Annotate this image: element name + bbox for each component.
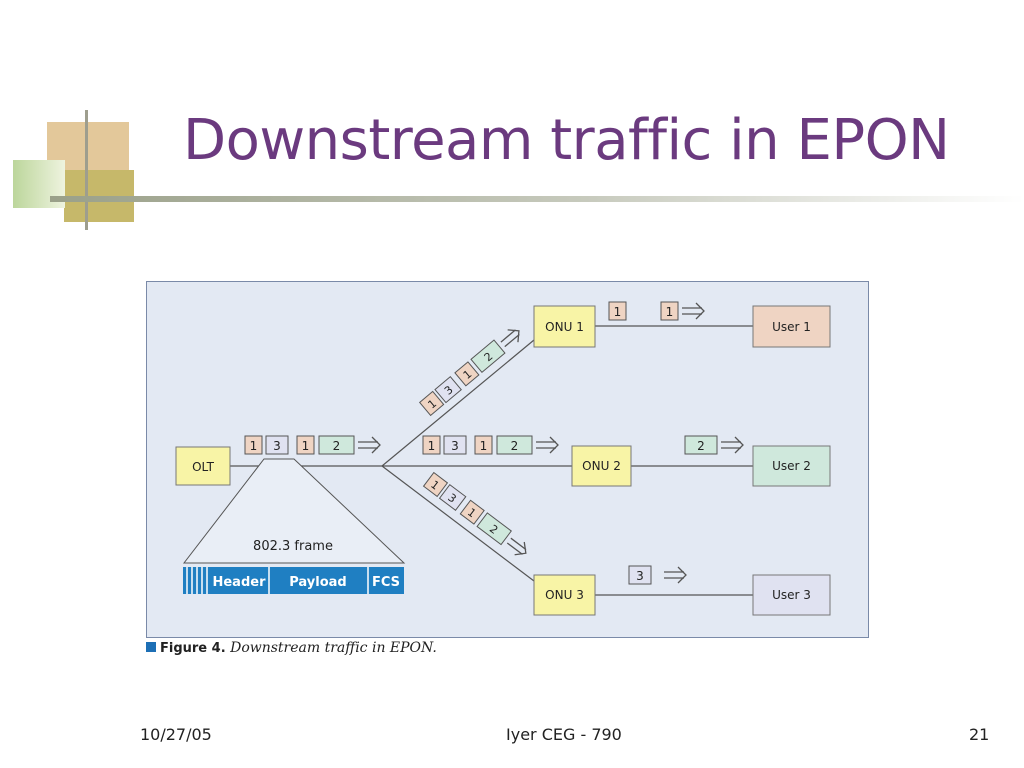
slide-decoration [13,110,1024,230]
frame-payload-label: Payload [289,575,347,590]
svg-text:1: 1 [480,439,488,453]
packet: 3 [265,435,289,455]
svg-text:1: 1 [428,439,436,453]
caption-text: Downstream traffic in EPON. [230,640,437,656]
packet: 2 [470,339,506,374]
caption-label: Figure 4. [160,641,226,656]
arrow-icon [506,537,527,556]
packet: 1 [660,301,679,321]
arrow-icon [682,302,705,320]
olt-node: OLT [175,446,231,486]
arrow-icon [721,436,744,454]
packet: 1 [296,435,315,455]
down-branch-packet-stream: 1 3 1 2 [422,471,527,556]
deco-vertical-line [85,110,88,230]
onu2-packets: 2 [684,435,744,455]
packet: 2 [496,435,533,455]
onu3-packets: 3 [628,565,687,585]
svg-text:1: 1 [302,439,310,453]
packet: 1 [459,499,485,525]
arrow-icon [536,436,559,454]
packet: 2 [318,435,355,455]
mid-branch-packet-stream: 1 3 1 2 [422,435,559,455]
svg-text:2: 2 [333,439,341,453]
user1-label: User 1 [772,320,811,334]
slide-title: Downstream traffic in EPON [183,108,950,173]
up-branch-packet-stream: 1 3 1 2 [418,329,520,417]
packet: 1 [422,435,441,455]
footer-date: 10/27/05 [140,725,212,744]
packet: 2 [476,512,512,546]
packet: 1 [244,435,263,455]
packet: 3 [628,565,652,585]
packet: 1 [454,361,480,387]
onu3-label: ONU 3 [545,588,584,602]
epon-diagram: OLT ONU 1 ONU 2 ONU 3 User 1 User 2 User… [146,281,869,638]
figure-caption: Figure 4. Downstream traffic in EPON. [146,640,437,658]
user1-node: User 1 [752,305,831,348]
onu1-label: ONU 1 [545,320,584,334]
onu1-node: ONU 1 [533,305,596,348]
footer-center: Iyer CEG - 790 [506,725,622,744]
fiber-links [230,325,753,596]
packet: 3 [443,435,467,455]
footer-page-number: 21 [969,725,990,744]
packet: 1 [474,435,493,455]
packet: 1 [418,390,445,417]
caption-marker [146,642,156,652]
olt-packet-stream: 1 3 1 2 [244,435,381,455]
preamble-stripes [186,567,208,594]
link-splitter-onu1 [381,339,535,467]
arrow-icon [500,329,520,348]
svg-text:1: 1 [250,439,258,453]
svg-text:3: 3 [451,439,459,453]
svg-text:2: 2 [697,439,705,453]
frame-header-label: Header [212,575,266,590]
arrow-icon [358,436,381,454]
packet: 1 [422,471,449,498]
user2-node: User 2 [752,445,831,487]
arrow-icon [664,566,687,584]
user2-label: User 2 [772,459,811,473]
frame-fcs-label: FCS [372,575,400,590]
svg-text:1: 1 [666,305,674,319]
frame-label: 802.3 frame [253,539,333,554]
user3-node: User 3 [752,574,831,616]
frame-expansion: 802.3 frame [182,458,406,564]
packet: 3 [434,375,462,404]
frame-bar: Header Payload FCS [183,567,404,594]
onu1-packets: 1 1 [608,301,705,321]
svg-text:1: 1 [614,305,622,319]
packet: 1 [608,301,627,321]
olt-label: OLT [192,460,214,474]
link-splitter-onu3 [381,465,535,582]
title-rule [50,196,1024,202]
svg-text:3: 3 [636,569,644,583]
svg-text:3: 3 [273,439,281,453]
packet: 3 [438,483,467,511]
user3-label: User 3 [772,588,811,602]
packet: 2 [684,435,718,455]
svg-text:2: 2 [511,439,519,453]
onu3-node: ONU 3 [533,574,596,616]
onu2-node: ONU 2 [571,445,632,487]
onu2-label: ONU 2 [582,459,621,473]
